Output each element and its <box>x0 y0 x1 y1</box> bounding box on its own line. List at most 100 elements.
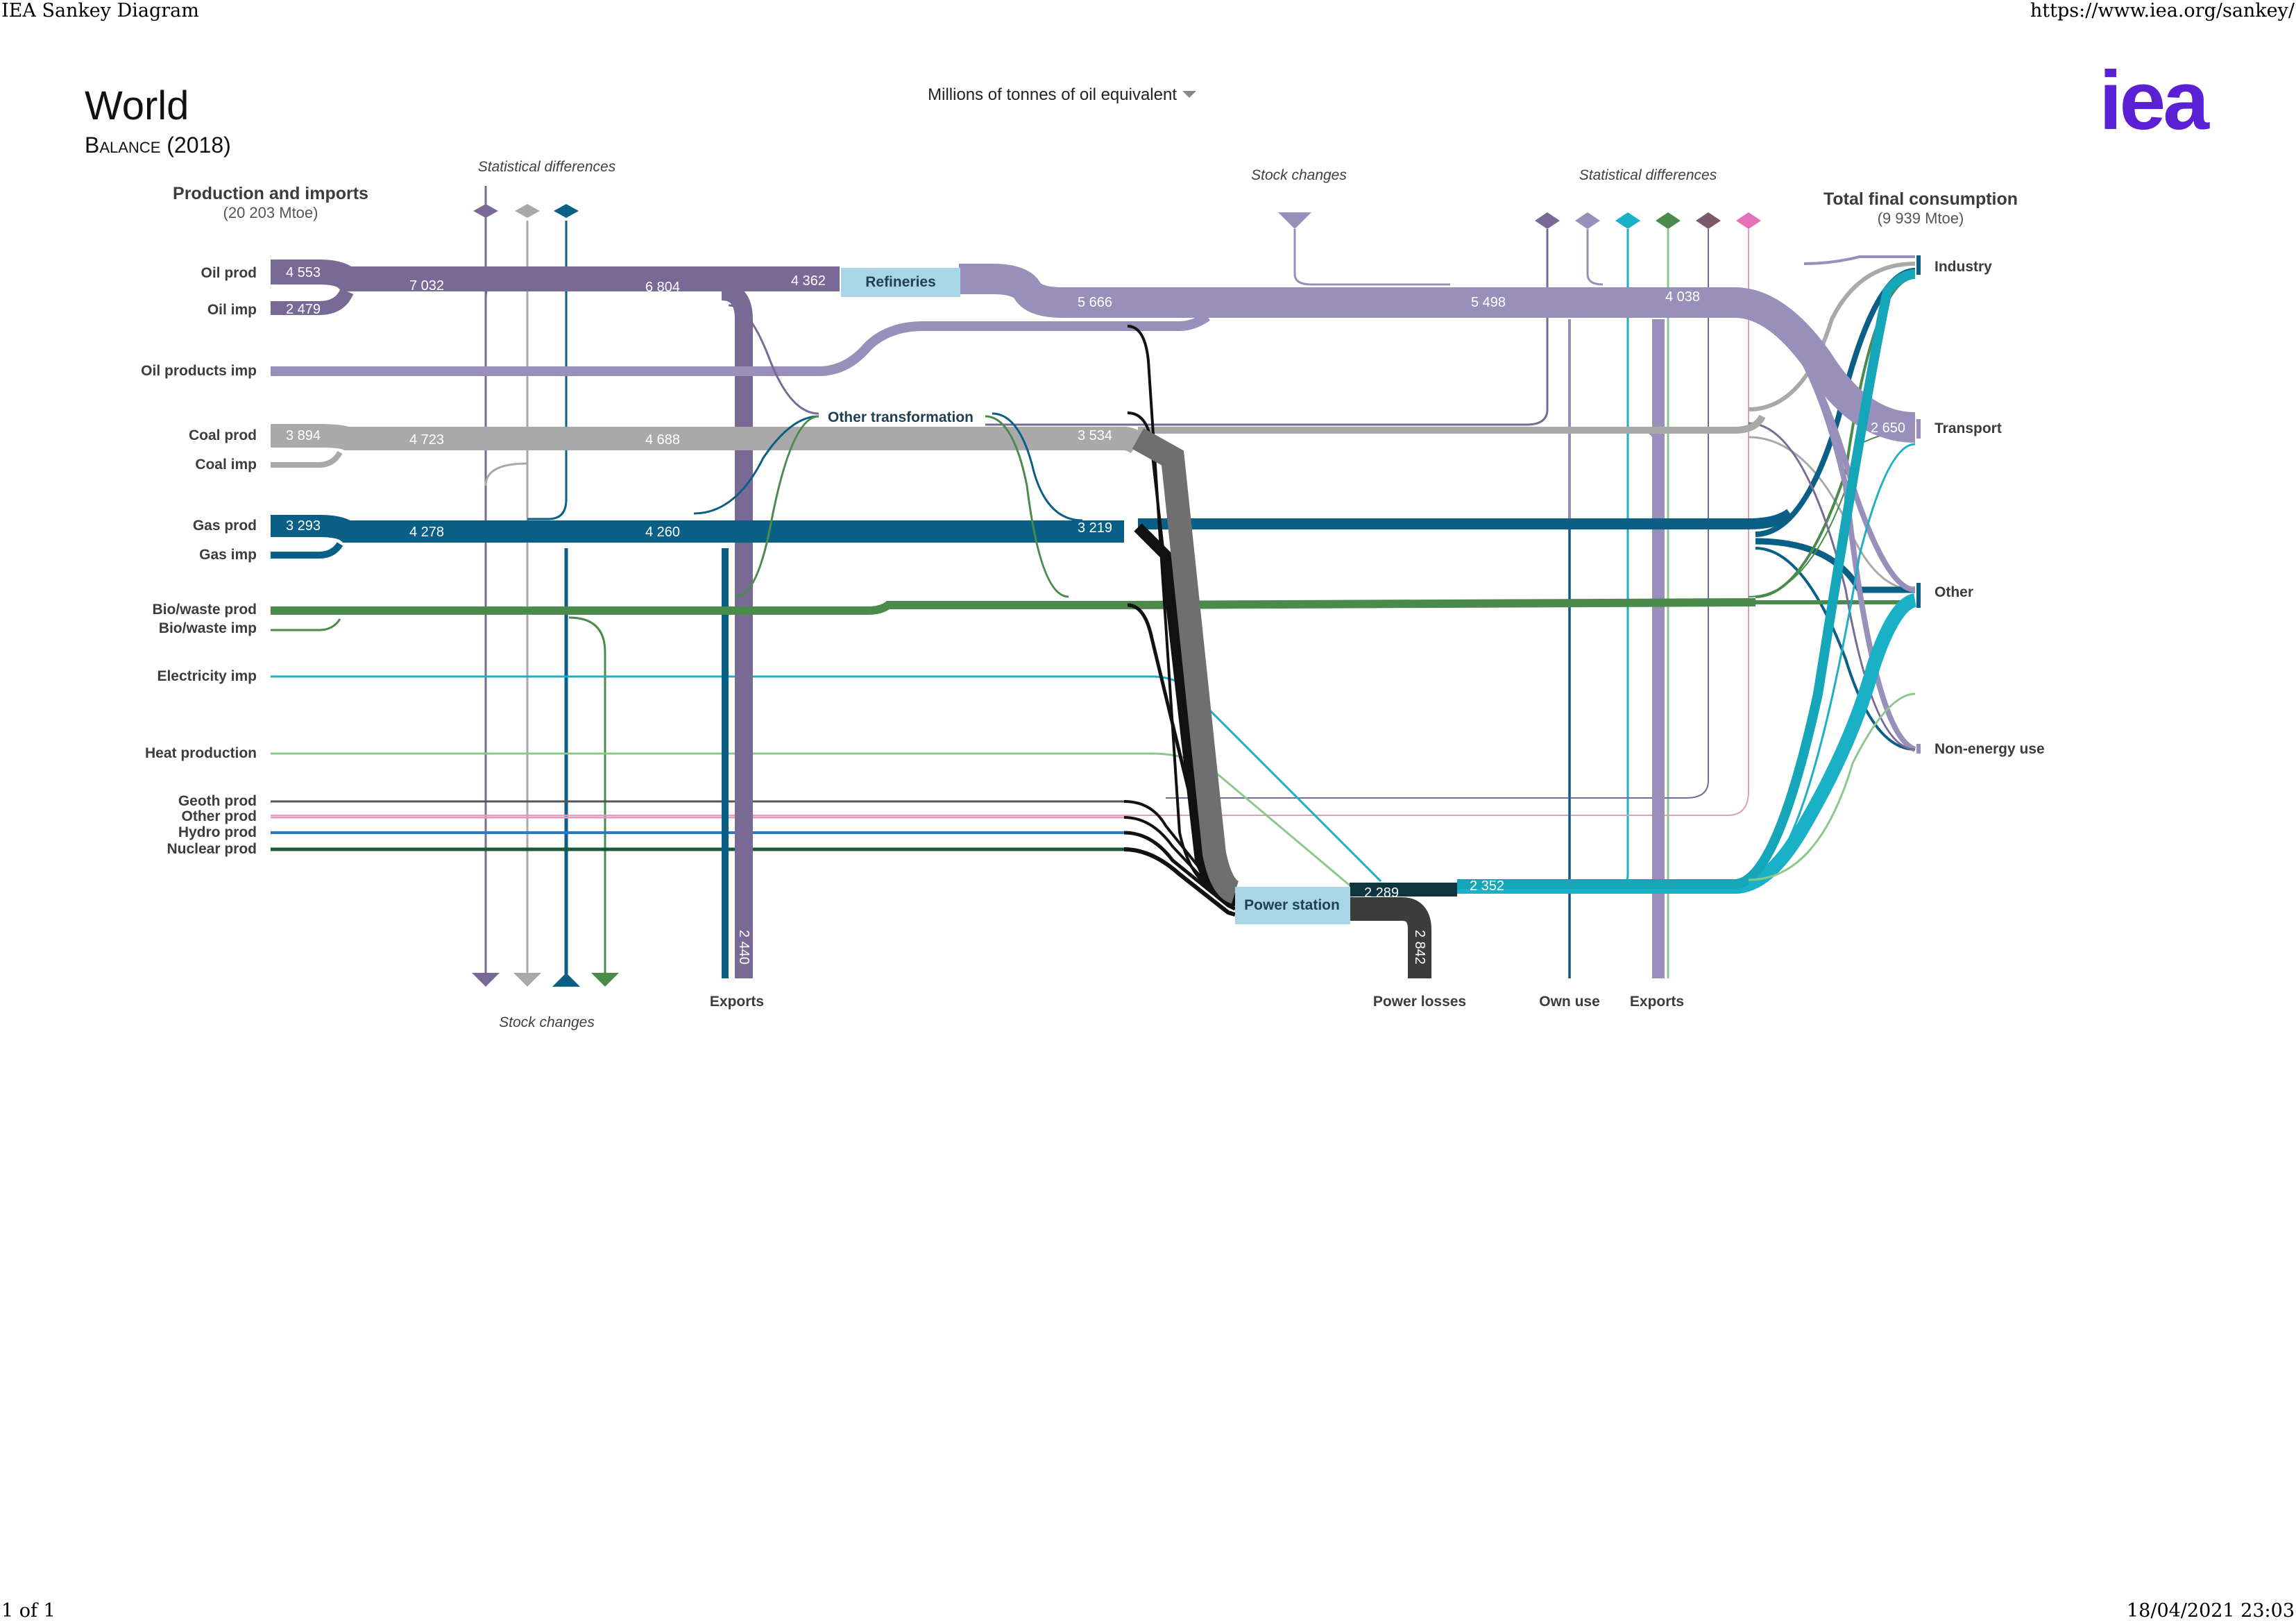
power-station-label: Power station <box>1244 897 1340 913</box>
diamond-r3-icon <box>1615 212 1640 229</box>
other-transformation-gas-out <box>992 412 1083 522</box>
source-label: Nuclear prod <box>167 841 257 857</box>
stock-changes-right-line <box>1293 229 1450 286</box>
sector-label: Industry <box>1934 259 1992 275</box>
oil-products-imp-flow <box>271 312 1211 376</box>
other-transformation-node[interactable] <box>819 408 985 426</box>
print-footer-left: 1 of 1 <box>1 1600 56 1622</box>
hydro-to-power <box>1123 831 1236 911</box>
other-to-power <box>1123 816 1236 907</box>
coal-prod-flow <box>271 424 1146 454</box>
bio-stock-line <box>568 616 606 978</box>
stock-changes-bottom-label: Stock changes <box>499 1014 595 1030</box>
other-transformation-label: Other transformation <box>828 409 973 425</box>
dropdown-arrow-icon <box>1182 91 1196 98</box>
bio-to-other-transformation <box>735 415 819 598</box>
stat-diff-right-heat <box>1166 229 1709 799</box>
diamond-r4-icon <box>1656 212 1681 229</box>
gas-prod-flow <box>271 515 1124 543</box>
source-label: Oil prod <box>201 265 257 281</box>
unit-selector[interactable]: Millions of tonnes of oil equivalent <box>928 85 1196 104</box>
source-label: Bio/waste prod <box>152 602 257 618</box>
diamond-gas-icon <box>554 204 579 218</box>
print-header-right: https://www.iea.org/sankey/ <box>2030 0 2295 22</box>
stat-diff-right-elec <box>1616 229 1629 890</box>
source-label: Gas imp <box>199 547 257 563</box>
sector-label: Transport <box>1934 420 2002 436</box>
transport-in-value: 2 650 <box>1871 420 1905 436</box>
region-title: World <box>85 83 189 128</box>
oil-exports-flow <box>721 282 753 978</box>
industry-coal-in <box>1748 262 1916 411</box>
diamond-r6-icon <box>1736 212 1761 229</box>
source-label: Oil products imp <box>141 363 257 379</box>
other-transformation-bio-out <box>985 415 1069 598</box>
iea-logo: iea <box>2099 54 2210 147</box>
stat-diff-right-oilprod <box>1586 229 1604 286</box>
gas-after-stock-value: 4 260 <box>645 525 680 540</box>
triangle-bio-icon <box>591 973 619 987</box>
nuclear-to-power <box>1123 847 1236 917</box>
exports-right-label: Exports <box>1630 994 1684 1010</box>
coal-imp-flow <box>271 450 343 468</box>
oil-total-value: 7 032 <box>409 278 444 294</box>
refineries-node[interactable] <box>841 268 960 297</box>
production-imports-total: (20 203 Mtoe) <box>223 204 318 221</box>
non-energy-use-node[interactable] <box>1916 744 1921 754</box>
gas-total-value: 4 278 <box>409 525 444 540</box>
source-labels: Oil prod Oil imp Oil products imp Coal p… <box>141 265 257 857</box>
source-label: Geoth prod <box>178 793 257 809</box>
stat-diff-right-label: Statistical differences <box>1579 167 1717 183</box>
main-flows <box>271 260 1917 978</box>
source-label: Heat production <box>145 745 257 761</box>
transport-node[interactable] <box>1916 419 1921 439</box>
gas-prod-value: 3 293 <box>286 518 321 534</box>
production-imports-heading: Production and imports <box>173 184 368 203</box>
diamond-r5-icon <box>1696 212 1721 229</box>
unit-selector-label: Millions of tonnes of oil equivalent <box>928 85 1177 104</box>
gas-to-other-transformation <box>693 415 819 515</box>
source-label: Oil imp <box>207 302 257 318</box>
diamond-coal-icon <box>515 204 540 218</box>
oil-products-final-value: 4 038 <box>1665 289 1700 305</box>
flow-value-labels: 4 553 2 479 3 894 3 293 7 032 6 804 4 36… <box>286 265 1905 965</box>
geoth-to-power <box>1123 800 1236 903</box>
total-final-consumption-total: (9 939 Mtoe) <box>1878 210 1964 227</box>
exports-left-label: Exports <box>710 994 764 1010</box>
oil-imp-value: 2 479 <box>286 302 321 317</box>
oil-exports-value: 2 440 <box>736 930 751 965</box>
power-out-value: 2 289 <box>1364 885 1399 901</box>
coal-stock-branch <box>484 462 528 486</box>
industry-oilprod-in <box>1803 255 1915 265</box>
oil-after-stock-value: 6 804 <box>645 280 680 295</box>
biowaste-prod-flow <box>271 598 1756 615</box>
electricity-to-transport <box>1748 443 1916 884</box>
triangle-gas-icon <box>552 973 580 987</box>
nonenergy-oil-in <box>1748 422 1916 751</box>
own-use-label: Own use <box>1539 994 1600 1010</box>
biowaste-imp-flow <box>271 618 341 631</box>
other-node[interactable] <box>1916 583 1921 608</box>
source-label: Coal prod <box>189 427 257 443</box>
sector-label: Other <box>1934 584 1973 600</box>
nonenergy-gas-in <box>1755 547 1916 751</box>
heat-to-other <box>1748 692 1916 881</box>
gas-final-flow <box>1138 509 1794 529</box>
refineries-label: Refineries <box>865 274 936 290</box>
oil-to-refineries-value: 4 362 <box>791 273 826 289</box>
power-station-node[interactable] <box>1235 887 1350 924</box>
print-header-left: IEA Sankey Diagram <box>1 0 199 22</box>
power-losses-flow <box>1350 897 1431 978</box>
print-footer-right: 18/04/2021 23:03 <box>2126 1600 2295 1622</box>
source-label: Coal imp <box>195 457 257 473</box>
coal-prod-value: 3 894 <box>286 428 321 443</box>
stat-diff-right-other <box>271 229 1749 816</box>
coal-to-power <box>1132 428 1240 904</box>
source-label: Gas prod <box>193 518 257 534</box>
bottom-labels: Stock changes Exports Power losses Own u… <box>499 994 1684 1030</box>
industry-node[interactable] <box>1916 255 1921 275</box>
stock-changes-top-label: Stock changes <box>1251 167 1347 183</box>
triangle-stock-icon <box>1278 212 1311 229</box>
oil-products-mid-value: 5 498 <box>1471 295 1506 310</box>
